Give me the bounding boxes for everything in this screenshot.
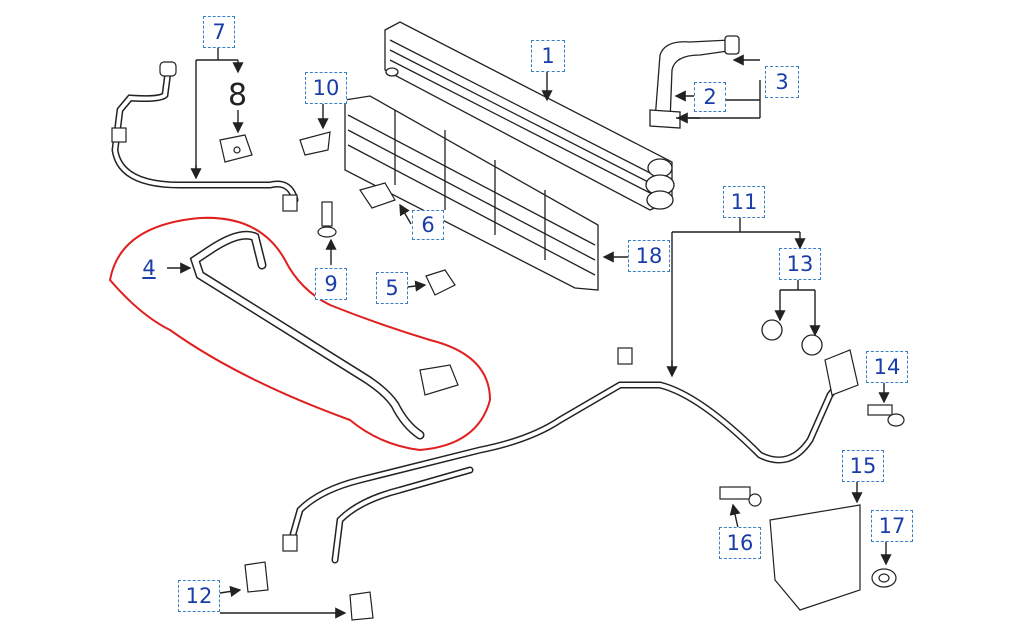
callout-17: 17 <box>871 510 913 542</box>
callout-18: 18 <box>628 240 670 272</box>
callout-7: 7 <box>203 16 235 48</box>
callout-15: 15 <box>842 450 884 482</box>
part-15-shield <box>769 504 861 611</box>
callout-12: 12 <box>178 580 220 612</box>
callout-9: 9 <box>315 268 347 300</box>
part-10-bracket <box>299 131 331 156</box>
callout-13: 13 <box>779 248 821 280</box>
part-18-cooler-grille <box>344 95 599 291</box>
part-4-hose <box>189 230 459 440</box>
leader-lines <box>167 46 892 619</box>
callout-2: 2 <box>694 82 726 112</box>
part-12-clips <box>244 561 374 621</box>
callout-5: 5 <box>376 272 408 304</box>
part-14-bolt <box>867 404 905 427</box>
callout-14: 14 <box>866 351 908 383</box>
callout-11: 11 <box>723 186 765 218</box>
callout-4: 4 <box>134 254 164 282</box>
callout-6: 6 <box>412 210 444 240</box>
part-5-nut <box>425 269 456 296</box>
part-1-cooler <box>384 21 675 211</box>
part-17-nut <box>871 568 897 588</box>
quantity-label: 8 <box>228 78 248 113</box>
callout-3: 3 <box>765 66 799 98</box>
part-8-clip <box>219 134 253 163</box>
part-6-bracket <box>359 182 396 209</box>
part-13-o-rings <box>761 319 823 356</box>
part-16-stud <box>719 486 762 507</box>
part-11-tube <box>286 371 849 564</box>
highlight-outline <box>108 216 492 452</box>
callout-1: 1 <box>531 40 565 72</box>
callout-10: 10 <box>305 72 347 104</box>
part-9-bolt <box>317 201 337 238</box>
part-3-hose <box>649 35 740 129</box>
callout-16: 16 <box>719 527 761 559</box>
